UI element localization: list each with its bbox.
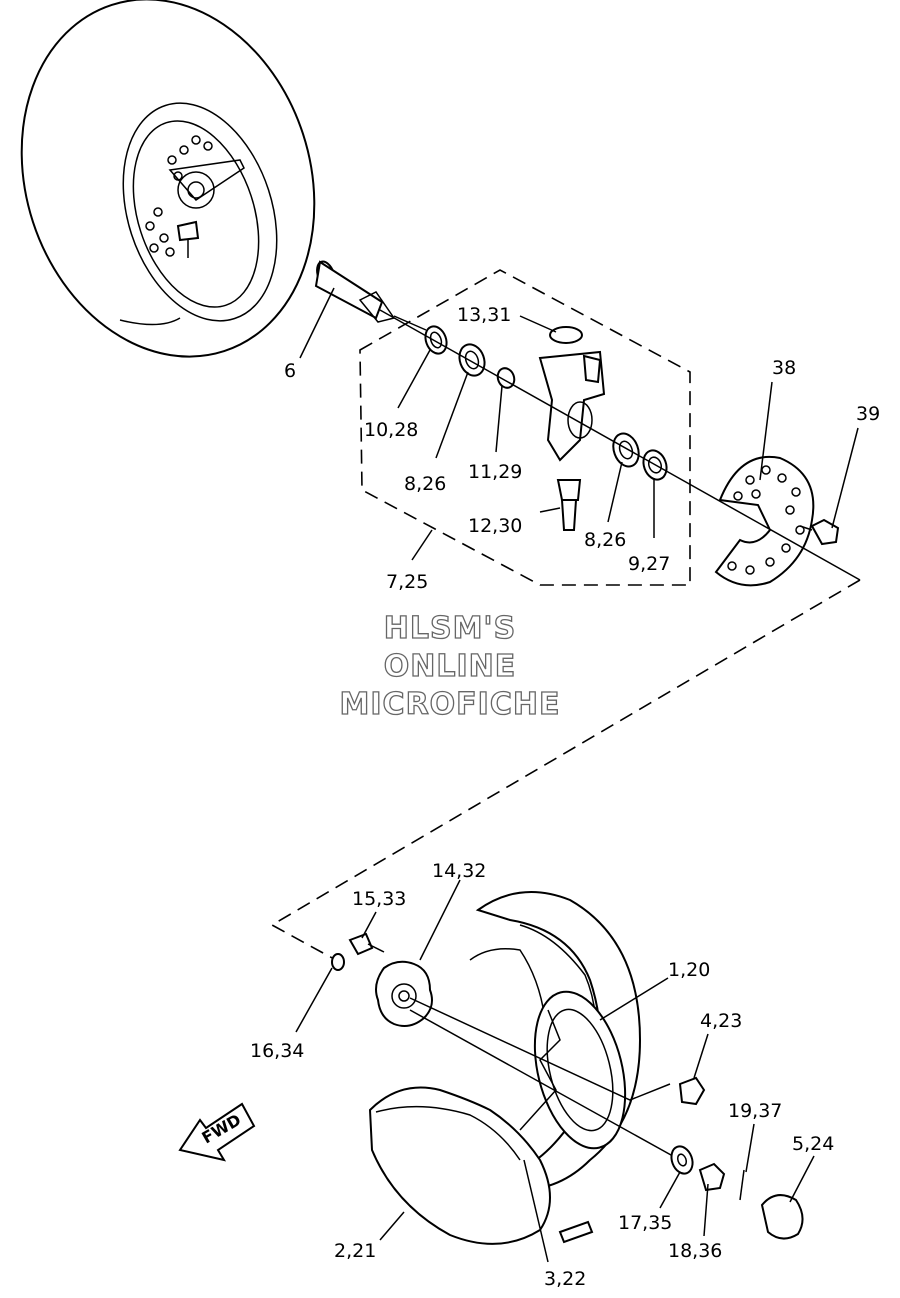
leader-lines	[295, 287, 859, 1263]
collar-11-29	[496, 367, 516, 389]
label-11-29: 11,29	[468, 461, 522, 483]
label-8-26-a: 8,26	[404, 473, 446, 495]
label-2-21: 2,21	[334, 1240, 376, 1262]
label-1-20: 1,20	[668, 959, 710, 981]
label-17-35: 17,35	[618, 1212, 672, 1234]
rim-hub-1-20	[519, 990, 627, 1150]
brake-disc-38	[714, 455, 815, 587]
washer-17-35	[670, 1145, 694, 1175]
rotor-holes-upper	[145, 135, 213, 257]
watermark-line-2: ONLINE	[384, 649, 517, 684]
label-15-33: 15,33	[352, 888, 406, 910]
label-7-25: 7,25	[386, 571, 428, 593]
label-14-32: 14,32	[432, 860, 486, 882]
bearing-8-26-a	[458, 343, 486, 377]
watermark-line-3: MICROFICHE	[340, 687, 561, 722]
label-10-28: 10,28	[364, 419, 418, 441]
bearing-8-26-b	[612, 432, 640, 468]
cap-5-24	[760, 1194, 804, 1240]
label-19-37: 19,37	[728, 1100, 782, 1122]
label-8-26-b: 8,26	[584, 529, 626, 551]
oring-16-34	[331, 953, 345, 971]
label-38: 38	[772, 357, 796, 379]
assembly-boundary-dashed	[359, 269, 691, 586]
label-16-34: 16,34	[250, 1040, 304, 1062]
tire-outer-half-2-21	[368, 1086, 551, 1245]
cotter-pin-19-37	[739, 1169, 745, 1201]
nut-4-23	[678, 1076, 706, 1106]
nut-18-36	[698, 1162, 726, 1192]
part-labels: 6 13,31 38 39 10,28 8,26 11,29 12,30 8,2…	[250, 304, 880, 1290]
label-13-31: 13,31	[457, 304, 511, 326]
label-18-36: 18,36	[668, 1240, 722, 1262]
disc-holes	[727, 465, 805, 575]
forward-arrow-icon: FWD	[178, 1102, 256, 1162]
bolt-15-33	[348, 932, 385, 956]
hub-14-32	[375, 960, 433, 1027]
assembled-wheel	[20, 0, 316, 358]
label-9-27: 9,27	[628, 553, 670, 575]
label-4-23: 4,23	[700, 1010, 742, 1032]
watermark-line-1: HLSM'S	[384, 611, 516, 646]
valve-stem-3-22	[558, 1220, 594, 1244]
bolt-39	[799, 518, 840, 546]
bearing-10-28	[424, 325, 448, 355]
ball-joint-12-30	[556, 479, 582, 531]
label-3-22: 3,22	[544, 1268, 586, 1290]
label-12-30: 12,30	[468, 515, 522, 537]
label-39: 39	[856, 403, 880, 425]
label-5-24: 5,24	[792, 1133, 834, 1155]
axle-shaft-part	[314, 260, 427, 331]
watermark: HLSM'S ONLINE MICROFICHE	[339, 610, 561, 722]
knuckle-housing	[538, 326, 606, 462]
label-6: 6	[284, 360, 296, 382]
